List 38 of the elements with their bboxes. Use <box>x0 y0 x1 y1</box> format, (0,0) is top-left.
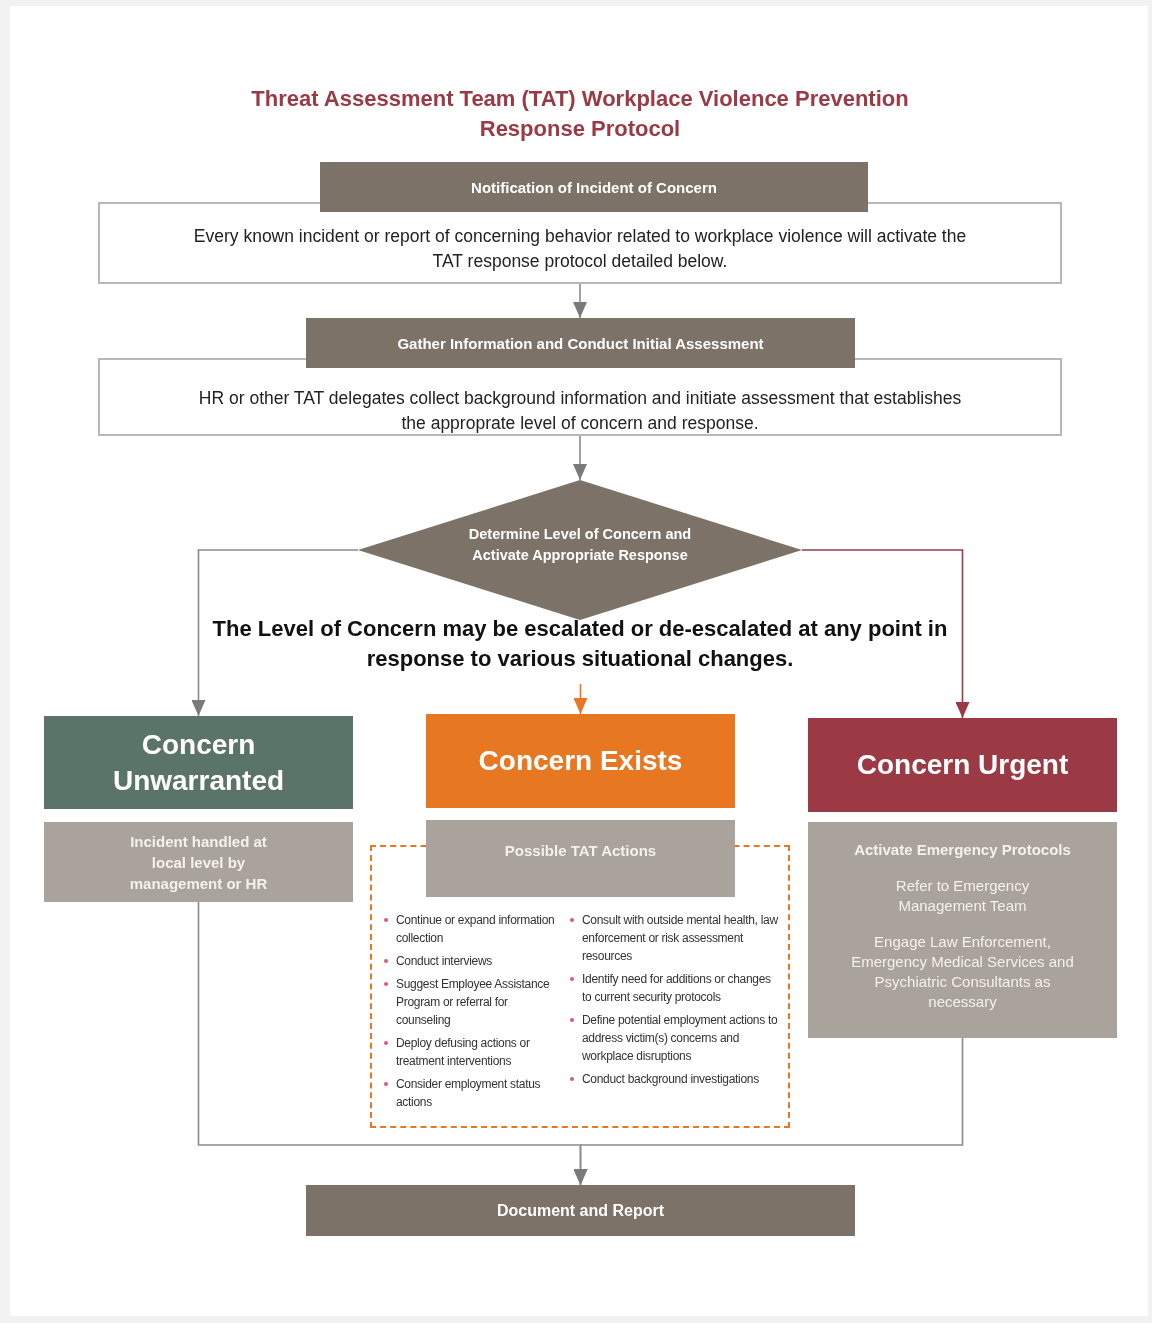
action-item: Deploy defusing actions or treatment interventions <box>396 1035 531 1070</box>
action-text: Engage Law Enforcement, Emergency Medical Services and Psychiatric Consultants as necessary <box>850 932 1075 1012</box>
action-item: Conduct interviews <box>396 953 493 970</box>
action-box <box>44 822 353 902</box>
action-item: Conduct background investigations <box>582 1071 760 1088</box>
step-heading: Notification of Incident of Concern <box>320 162 868 212</box>
action-text: Possible TAT Actions <box>504 842 657 859</box>
arrow <box>191 549 359 717</box>
level-title: Concern Exists <box>478 744 683 778</box>
arrow <box>801 549 970 719</box>
level-title: Concern Unwarranted <box>111 727 286 798</box>
action-item: Consult with outside mental health, law enforcement or risk assessment resources <box>582 912 779 965</box>
arrow <box>573 283 587 319</box>
action-item: Continue or expand information collection <box>396 912 556 947</box>
arrow <box>573 1037 964 1186</box>
action-item: Suggest Employee Assistance Program or referral for counseling <box>396 976 551 1029</box>
note-text: The Level of Concern may be escalated or de-escalated at any point in response to various situational changes. <box>211 615 949 673</box>
action-box <box>808 822 1117 1038</box>
arrow <box>573 683 588 715</box>
action-item: Identify need for additions or changes to current security protocols <box>582 971 772 1006</box>
action-text: Incident handled at local level by management or HR <box>128 831 269 894</box>
level-box <box>426 714 735 808</box>
action-item: Consider employment status actions <box>396 1076 542 1111</box>
action-item: Define potential employment actions to address victim(s) concerns and workplace disruptions <box>582 1012 779 1065</box>
step-description: Every known incident or report of concerning behavior related to workplace violence will activate the TAT response protocol detailed below. <box>192 225 968 273</box>
decision-text: Determine Level of Concern and Activate Appropriate Response <box>468 525 692 565</box>
level-box <box>808 718 1117 812</box>
arrow <box>573 435 587 481</box>
level-title: Concern Urgent <box>856 748 1069 782</box>
level-box <box>44 716 353 809</box>
action-text: Activate Emergency Protocols <box>853 840 1072 860</box>
action-text: Document and Report <box>496 1201 665 1220</box>
action-box <box>426 820 735 897</box>
step-heading <box>306 1185 855 1236</box>
diagram-title: Threat Assessment Team (TAT) Workplace Violence Prevention Response Protocol <box>250 85 910 143</box>
action-text: Refer to Emergency Management Team <box>894 876 1031 916</box>
step-heading: Gather Information and Conduct Initial Assessment <box>306 318 855 368</box>
step-description: HR or other TAT delegates collect background information and initiate assessment that establishes the approprate level of concern and response. <box>197 387 963 435</box>
